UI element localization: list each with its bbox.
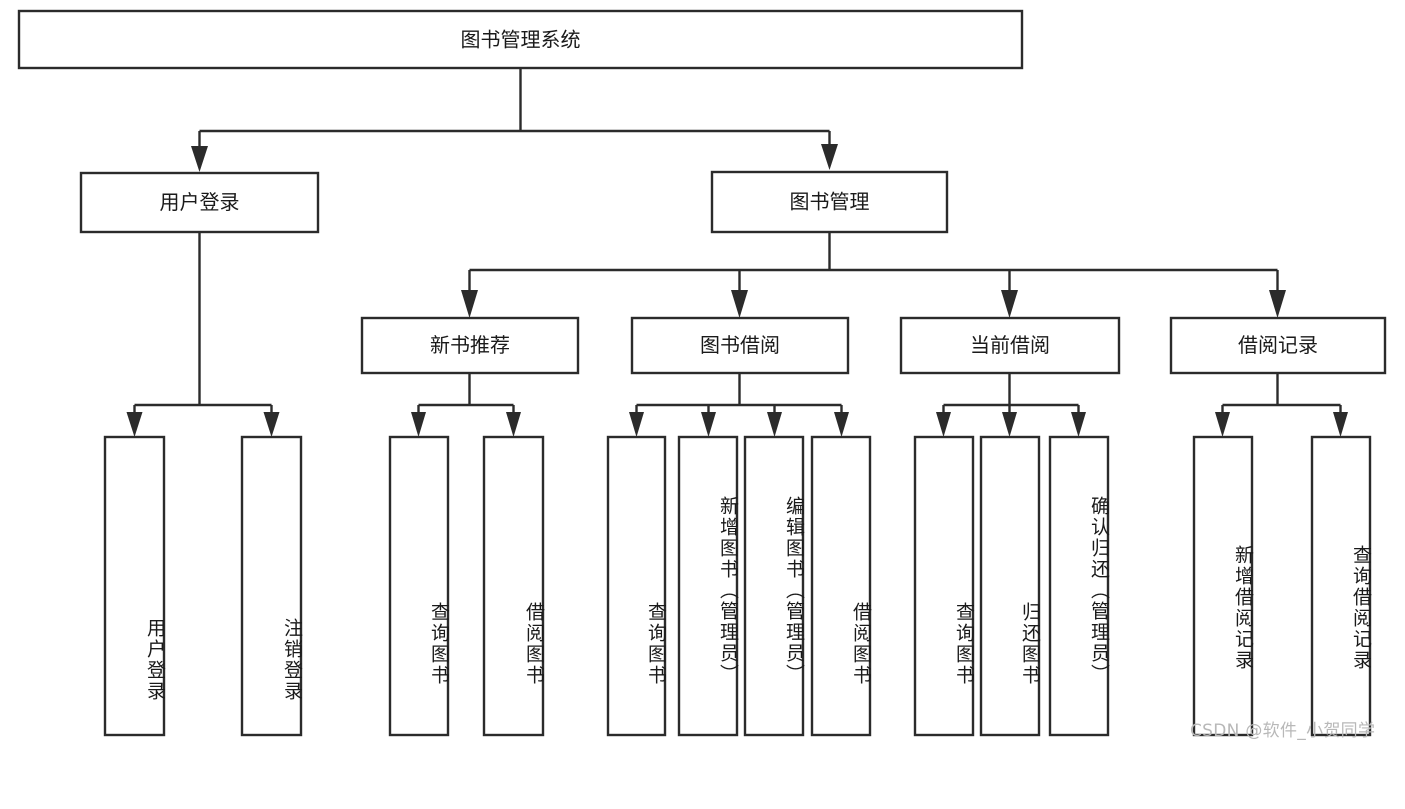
node-new-book-recommend-box[interactable]	[360, 316, 580, 375]
functional-structure-diagram: 图书管理系统 用户登录 图书管理 新书推荐 图书借阅 当前借阅 借阅记录	[17, 9, 1387, 741]
arrow-head-leaf-12	[1215, 412, 1230, 437]
arrow-head-leaf-7	[767, 412, 782, 437]
leaf-box-logout[interactable]	[240, 435, 303, 737]
leaf-box-borrow-book-1[interactable]	[482, 435, 545, 737]
node-user-login[interactable]: 用户登录	[79, 171, 320, 234]
node-book-borrow-box[interactable]	[630, 316, 850, 375]
leaf-box-confirm-return-admin[interactable]	[1048, 435, 1110, 737]
node-user-login-box[interactable]	[79, 171, 320, 234]
connector-layer	[126, 68, 1348, 437]
arrow-head-leaf-3	[411, 412, 426, 437]
arrow-head-current	[1001, 290, 1018, 318]
arrow-head-newbook	[461, 290, 478, 318]
arrow-head-book-mgmt	[821, 144, 838, 170]
leaf-box-edit-book-admin[interactable]	[743, 435, 805, 737]
node-borrow-record-label: 借阅记录	[1238, 333, 1318, 357]
arrow-head-leaf-2	[263, 412, 280, 437]
node-current-borrow-label: 当前借阅	[970, 333, 1050, 357]
node-book-management-label: 图书管理	[790, 190, 870, 214]
node-current-borrow-box[interactable]	[899, 316, 1121, 375]
node-user-login-label: 用户登录	[160, 190, 240, 214]
leaf-box-add-book-admin[interactable]	[677, 435, 739, 737]
node-book-management-box[interactable]	[710, 170, 949, 234]
leaf-box-query-book-2[interactable]	[606, 435, 667, 737]
arrow-head-leaf-11	[1071, 412, 1086, 437]
node-book-borrow[interactable]: 图书借阅	[630, 316, 850, 375]
node-new-book-recommend-label: 新书推荐	[430, 333, 510, 357]
leaf-box-query-book-1[interactable]	[388, 435, 450, 737]
leaf-box-add-borrow-record[interactable]	[1192, 435, 1254, 737]
node-book-management[interactable]: 图书管理	[710, 170, 949, 234]
arrow-head-leaf-4	[506, 412, 521, 437]
watermark-text: CSDN @软件_小贺同学	[1190, 721, 1376, 741]
arrow-head-record	[1269, 290, 1286, 318]
leaf-box-return-book[interactable]	[979, 435, 1041, 737]
leaf-layer	[103, 435, 1372, 737]
arrow-head-leaf-10	[1002, 412, 1017, 437]
arrow-head-borrow	[731, 290, 748, 318]
node-borrow-record[interactable]: 借阅记录	[1169, 316, 1387, 375]
node-new-book-recommend[interactable]: 新书推荐	[360, 316, 580, 375]
node-root-label: 图书管理系统	[461, 28, 581, 52]
arrow-head-leaf-9	[936, 412, 951, 437]
leaf-box-query-borrow-record[interactable]	[1310, 435, 1372, 737]
node-borrow-record-box[interactable]	[1169, 316, 1387, 375]
arrow-head-leaf-6	[701, 412, 716, 437]
node-current-borrow[interactable]: 当前借阅	[899, 316, 1121, 375]
tree-canvas: 图书管理系统 用户登录 图书管理 新书推荐 图书借阅 当前借阅 借阅记录	[17, 9, 1387, 737]
arrow-head-leaf-13	[1333, 412, 1348, 437]
arrow-head-leaf-5	[629, 412, 644, 437]
node-book-borrow-label: 图书借阅	[700, 333, 780, 357]
arrow-head-user-login	[191, 146, 208, 172]
leaf-box-borrow-book-2[interactable]	[810, 435, 872, 737]
node-root-box[interactable]	[17, 9, 1024, 70]
node-root[interactable]: 图书管理系统	[17, 9, 1024, 70]
leaf-box-query-book-3[interactable]	[913, 435, 975, 737]
arrow-head-leaf-8	[834, 412, 849, 437]
arrow-head-leaf-1	[126, 412, 143, 437]
leaf-box-user-login[interactable]	[103, 435, 166, 737]
